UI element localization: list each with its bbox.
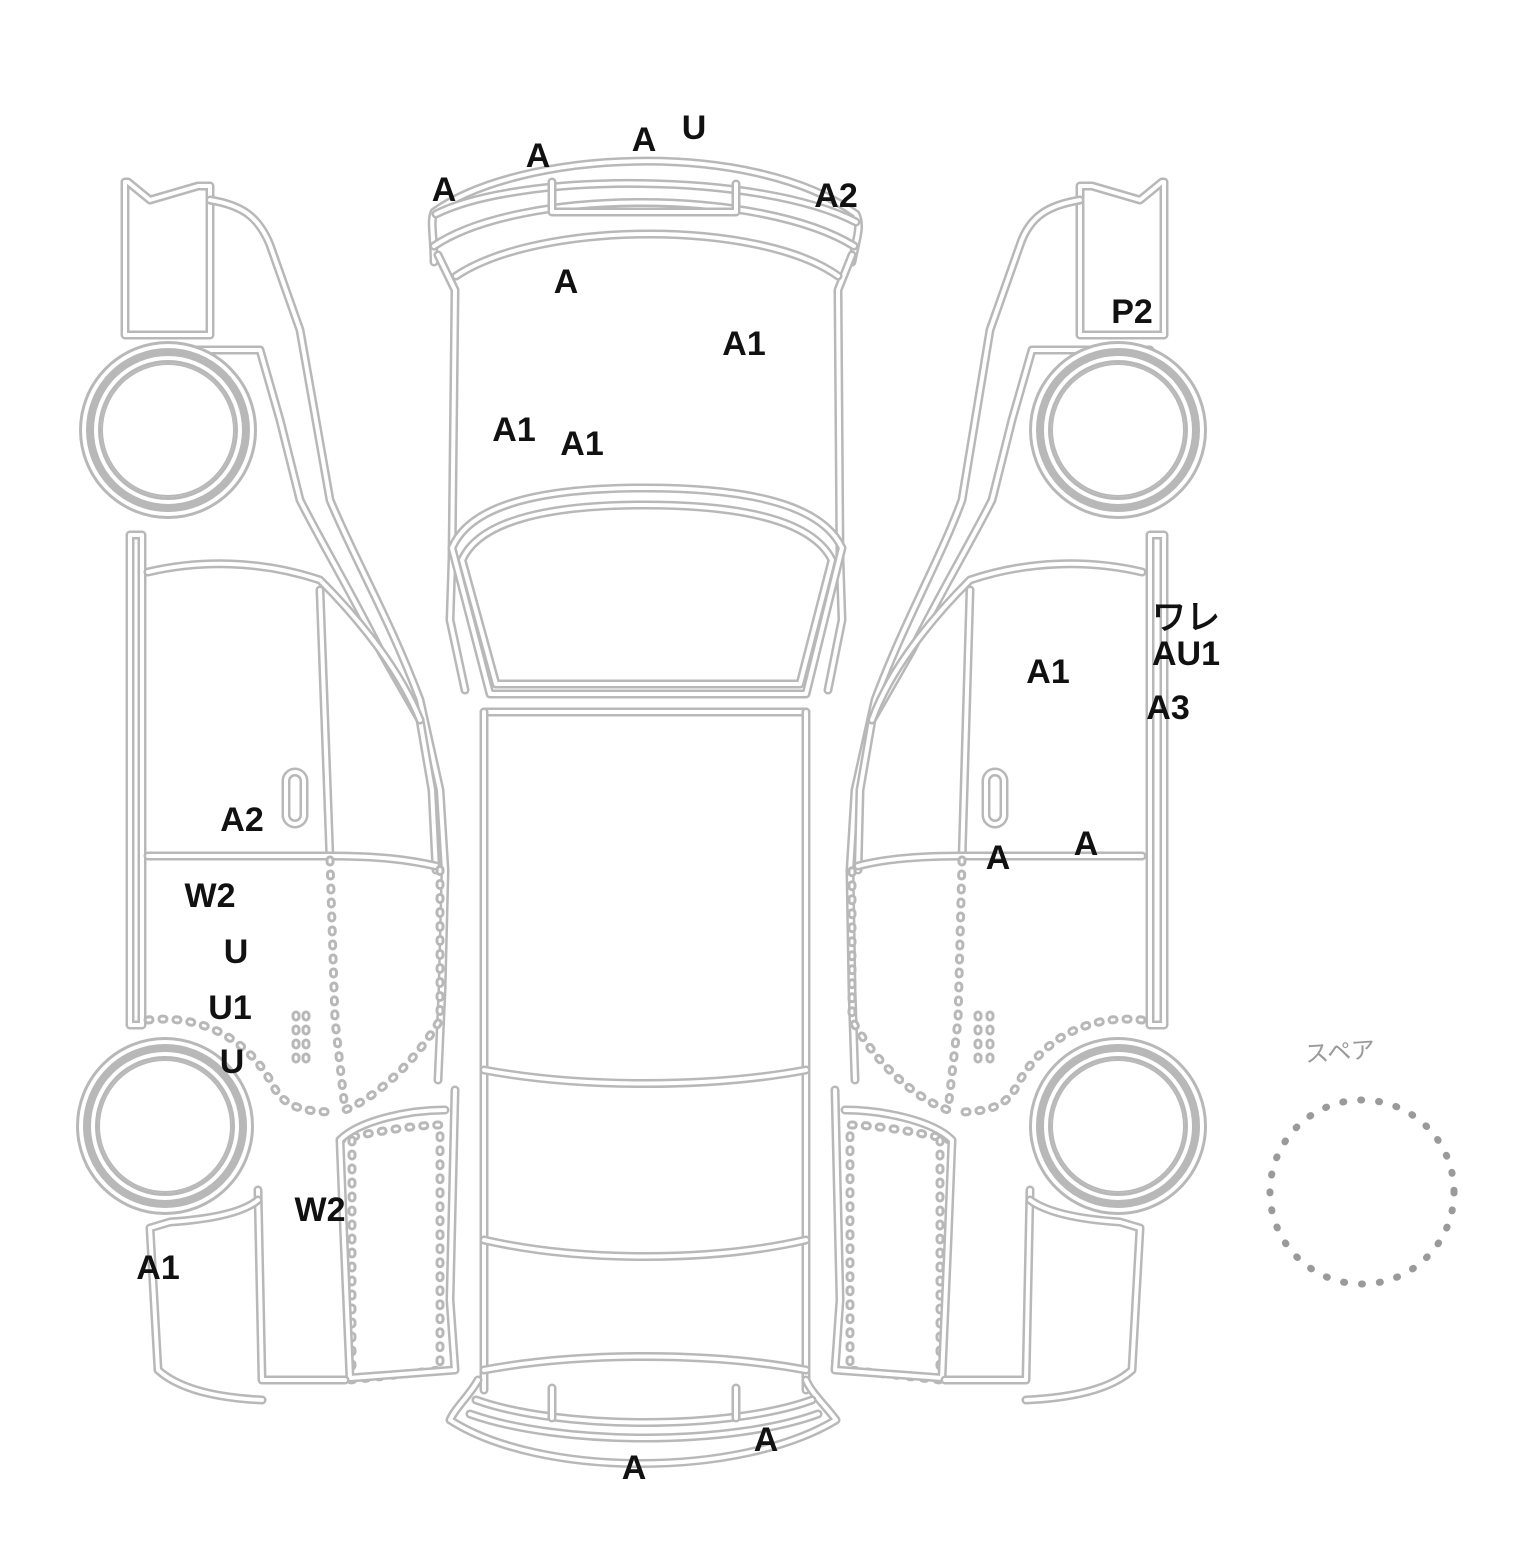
left-front-wheel [79,341,257,519]
windshield-outline [447,483,847,699]
damage-mark: A [431,171,457,209]
damage-mark: ワレ [1152,599,1220,637]
damage-mark: A [1073,825,1099,863]
damage-mark: A [621,1449,647,1487]
damage-mark: AU1 [1151,635,1221,673]
damage-mark: A [553,263,579,301]
spare-tire-outline [1266,1096,1458,1288]
right-side-outline [830,177,1169,1405]
damage-mark: U1 [208,989,252,1027]
roof-outline [479,707,811,1395]
damage-mark: U [223,933,249,971]
damage-mark: A [753,1421,779,1459]
damage-mark: U [219,1043,245,1081]
damage-mark: A1 [136,1249,180,1287]
damage-mark: W2 [294,1191,346,1229]
spare-tire-label: スペア [1303,1035,1377,1069]
damage-mark: A1 [1026,653,1070,691]
damage-mark: P2 [1111,293,1153,331]
damage-mark: A3 [1146,689,1190,727]
left-rear-wheel [76,1037,254,1215]
right-front-wheel [1029,341,1207,519]
hood-outline [433,229,857,695]
damage-mark: A [525,137,551,175]
damage-mark: A1 [722,325,766,363]
damage-mark: A [985,839,1011,877]
left-side-outline [120,177,460,1405]
damage-mark: A1 [560,425,604,463]
damage-mark: A1 [492,411,536,449]
damage-mark: U [681,109,707,147]
damage-mark: A2 [814,177,858,215]
front-bumper-outline [427,156,863,267]
right-rear-wheel [1029,1037,1207,1215]
damage-mark: W2 [184,877,236,915]
rear-bumper-outline [445,1375,841,1468]
damage-mark: A2 [220,801,264,839]
damage-mark: A [631,121,657,159]
